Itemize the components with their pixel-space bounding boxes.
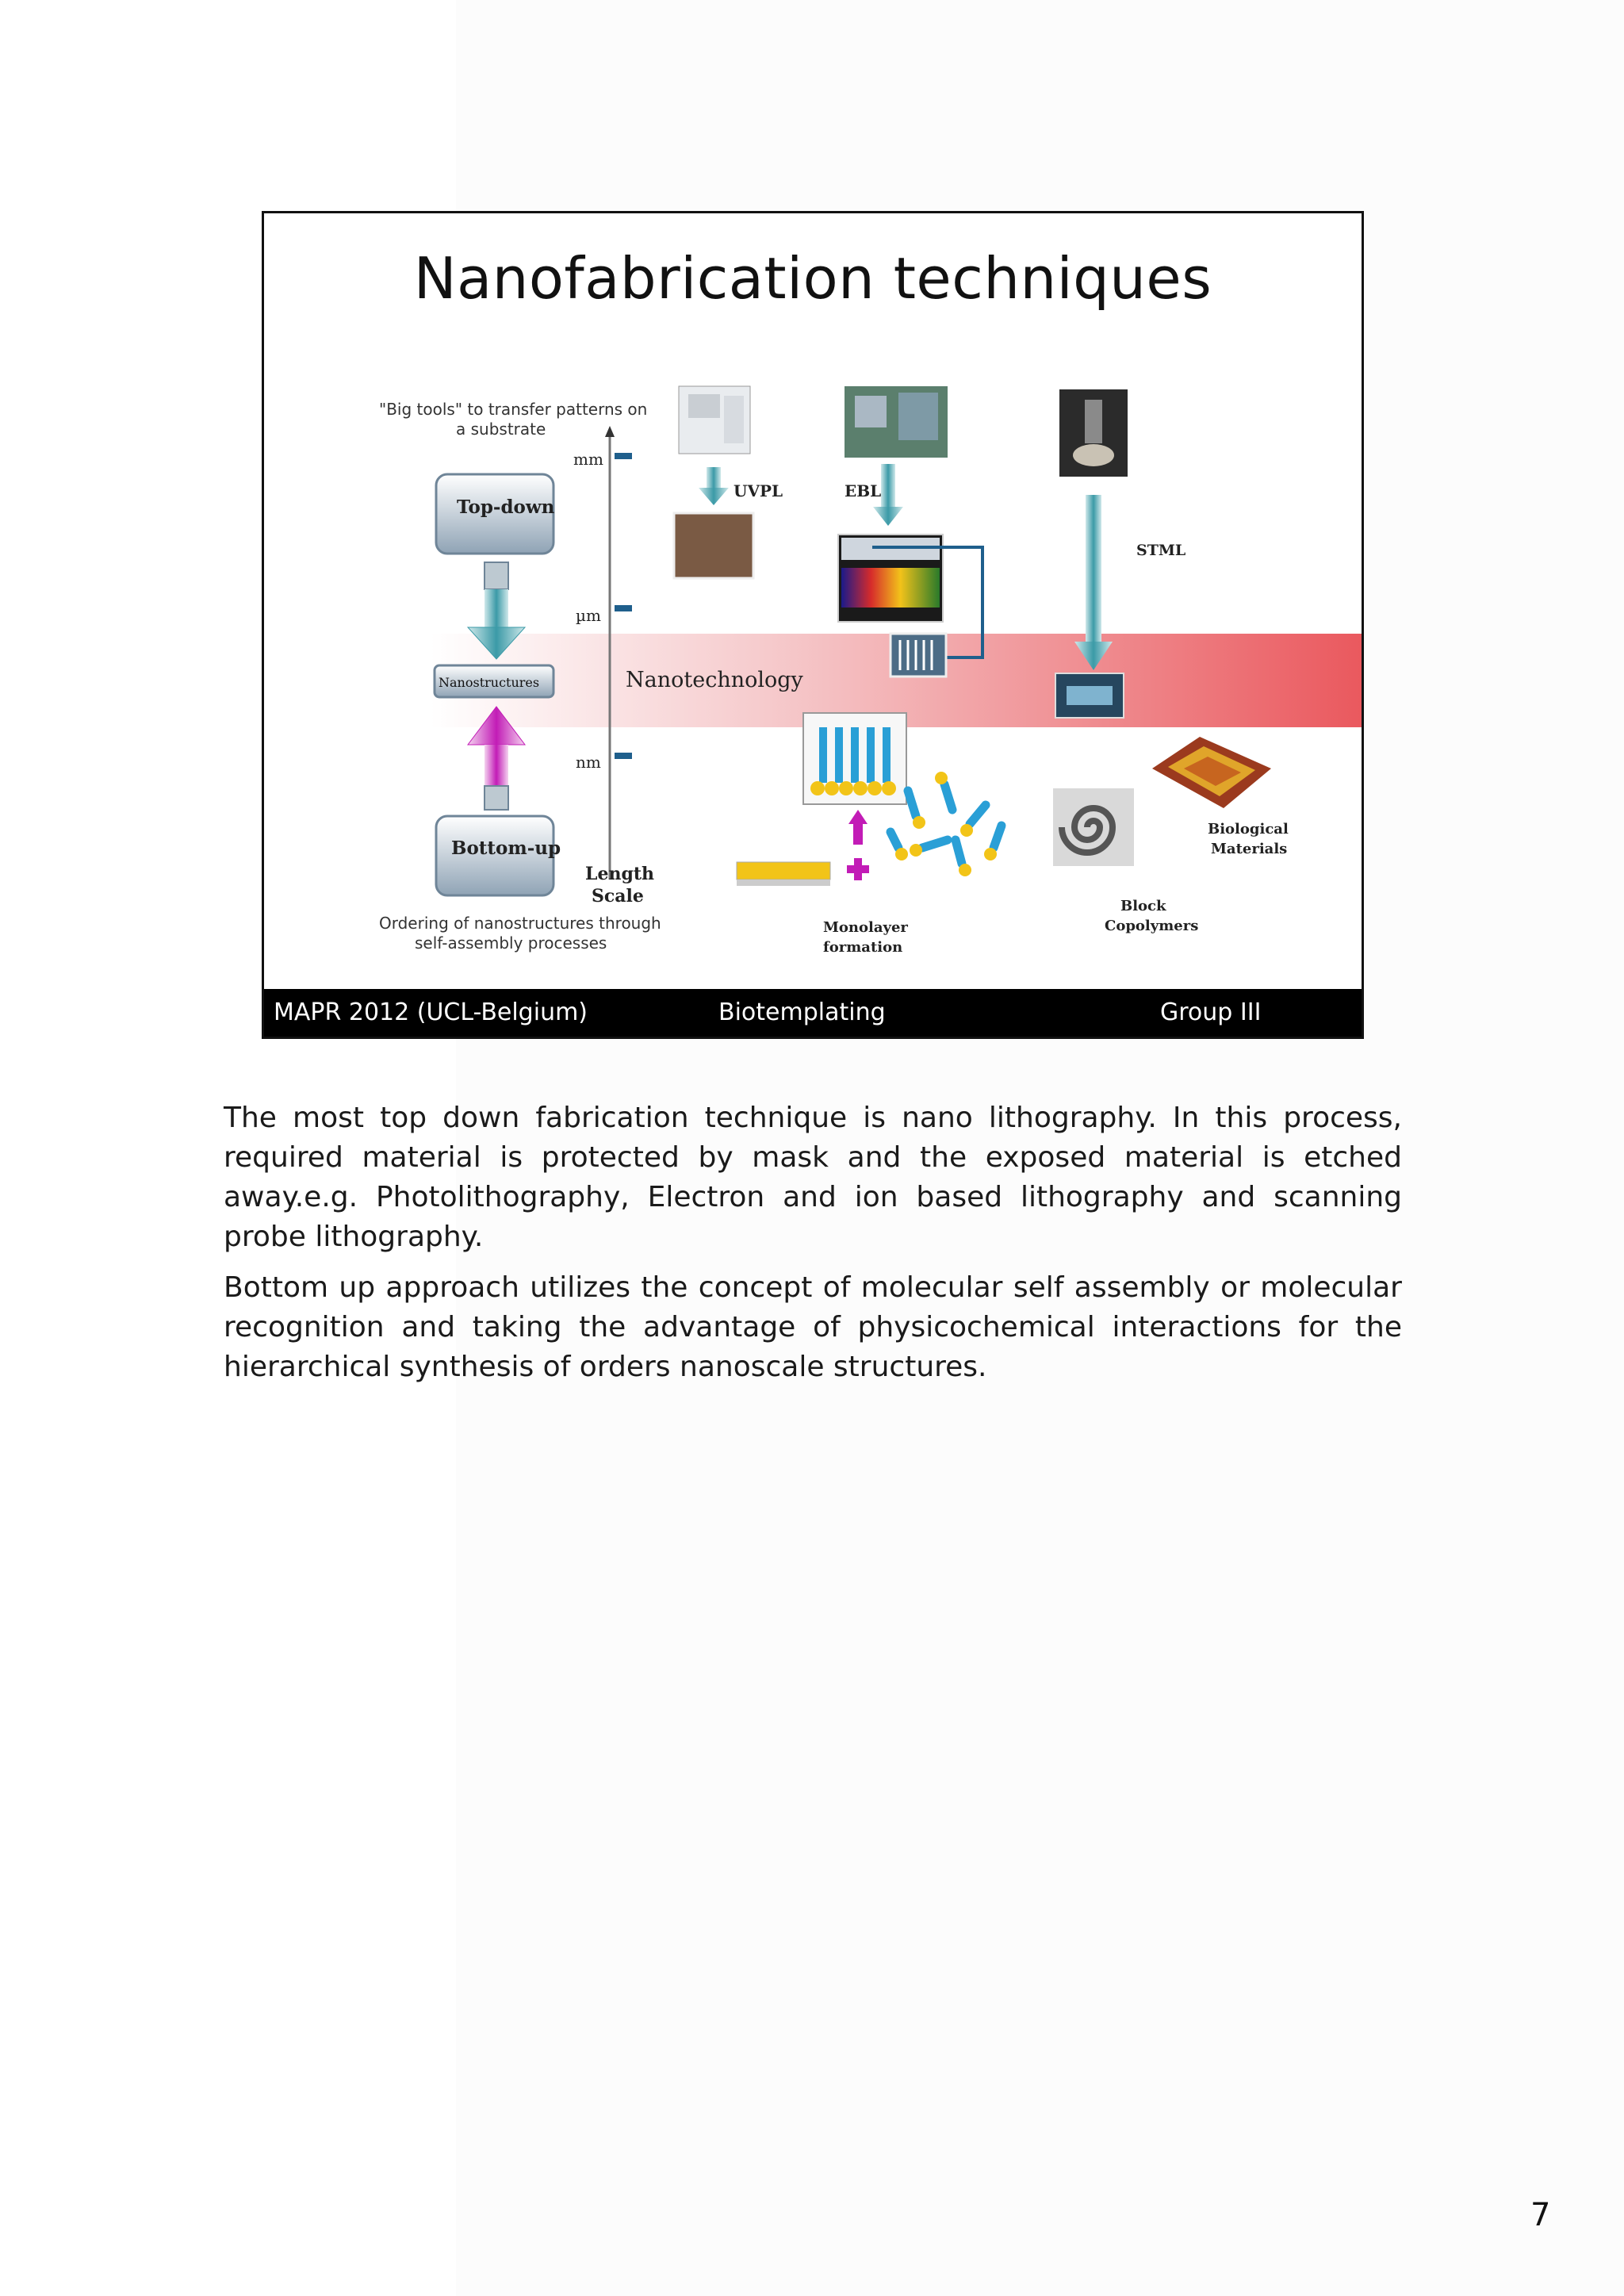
scale-mm: mm xyxy=(573,450,603,469)
uvpl-tool-image xyxy=(679,386,750,454)
uvpl-wafer-image xyxy=(674,513,753,578)
top-down-label: Top-down xyxy=(457,496,555,518)
monolayer-up-arrow xyxy=(848,810,868,845)
biological-materials-image xyxy=(1152,737,1271,808)
uvpl-arrow xyxy=(699,467,729,505)
label-ebl: EBL xyxy=(845,481,881,500)
stml-tool-image xyxy=(1059,389,1128,477)
label-uvpl: UVPL xyxy=(733,481,783,500)
molecules-image xyxy=(891,772,1002,876)
top-note-line1: "Big tools" to transfer patterns on xyxy=(379,400,647,419)
bottom-note-line1: Ordering of nanostructures through xyxy=(379,914,661,933)
top-note-line2: a substrate xyxy=(456,420,546,439)
stml-ibm-image xyxy=(1055,673,1124,718)
label-bio-line2: Materials xyxy=(1211,841,1287,857)
label-block-line1: Block xyxy=(1120,898,1166,914)
label-block-line2: Copolymers xyxy=(1105,918,1198,934)
top-down-box: Top-down xyxy=(436,474,555,554)
bottom-up-label: Bottom-up xyxy=(451,838,561,859)
monolayer-substrate-image xyxy=(737,862,830,886)
slide-figure: Nanofabrication techniques xyxy=(262,211,1364,1039)
scale-um: µm xyxy=(576,606,601,625)
length-scale-line1: Length xyxy=(585,864,654,884)
paragraph-1: The most top down fabrication technique … xyxy=(224,1098,1402,1257)
page-number: 7 xyxy=(1530,2197,1550,2233)
label-stml: STML xyxy=(1136,542,1185,559)
nanostructures-label: Nanostructures xyxy=(439,675,539,690)
paragraph-2: Bottom up approach utilizes the concept … xyxy=(224,1268,1402,1387)
band-label: Nanotechnology xyxy=(626,668,804,692)
stml-arrow xyxy=(1074,495,1113,670)
bottom-note-line2: self-assembly processes xyxy=(415,933,607,953)
label-mono-line1: Monolayer xyxy=(823,919,908,936)
body-text: The most top down fabrication technique … xyxy=(224,1098,1402,1398)
footer-right: Group III xyxy=(1160,999,1261,1026)
footer-center: Biotemplating xyxy=(718,999,886,1026)
ebl-tool-image xyxy=(845,386,948,458)
block-copolymer-image xyxy=(1053,788,1134,866)
bottom-up-box: Bottom-up xyxy=(436,816,561,895)
label-mono-line2: formation xyxy=(823,939,902,956)
ebl-feature-image xyxy=(891,634,946,677)
label-bio-line1: Biological xyxy=(1208,821,1289,838)
nanostructures-box: Nanostructures xyxy=(435,665,553,697)
monolayer-structure-image xyxy=(803,713,906,804)
length-scale-line2: Scale xyxy=(592,886,644,907)
slide-footer: MAPR 2012 (UCL-Belgium) Biotemplating Gr… xyxy=(264,989,1362,1037)
scale-nm: nm xyxy=(576,753,601,772)
nanofabrication-diagram: Nanotechnology "Big tools" to transfer p… xyxy=(264,213,1362,1037)
footer-left: MAPR 2012 (UCL-Belgium) xyxy=(274,999,588,1026)
plus-icon xyxy=(847,858,869,880)
